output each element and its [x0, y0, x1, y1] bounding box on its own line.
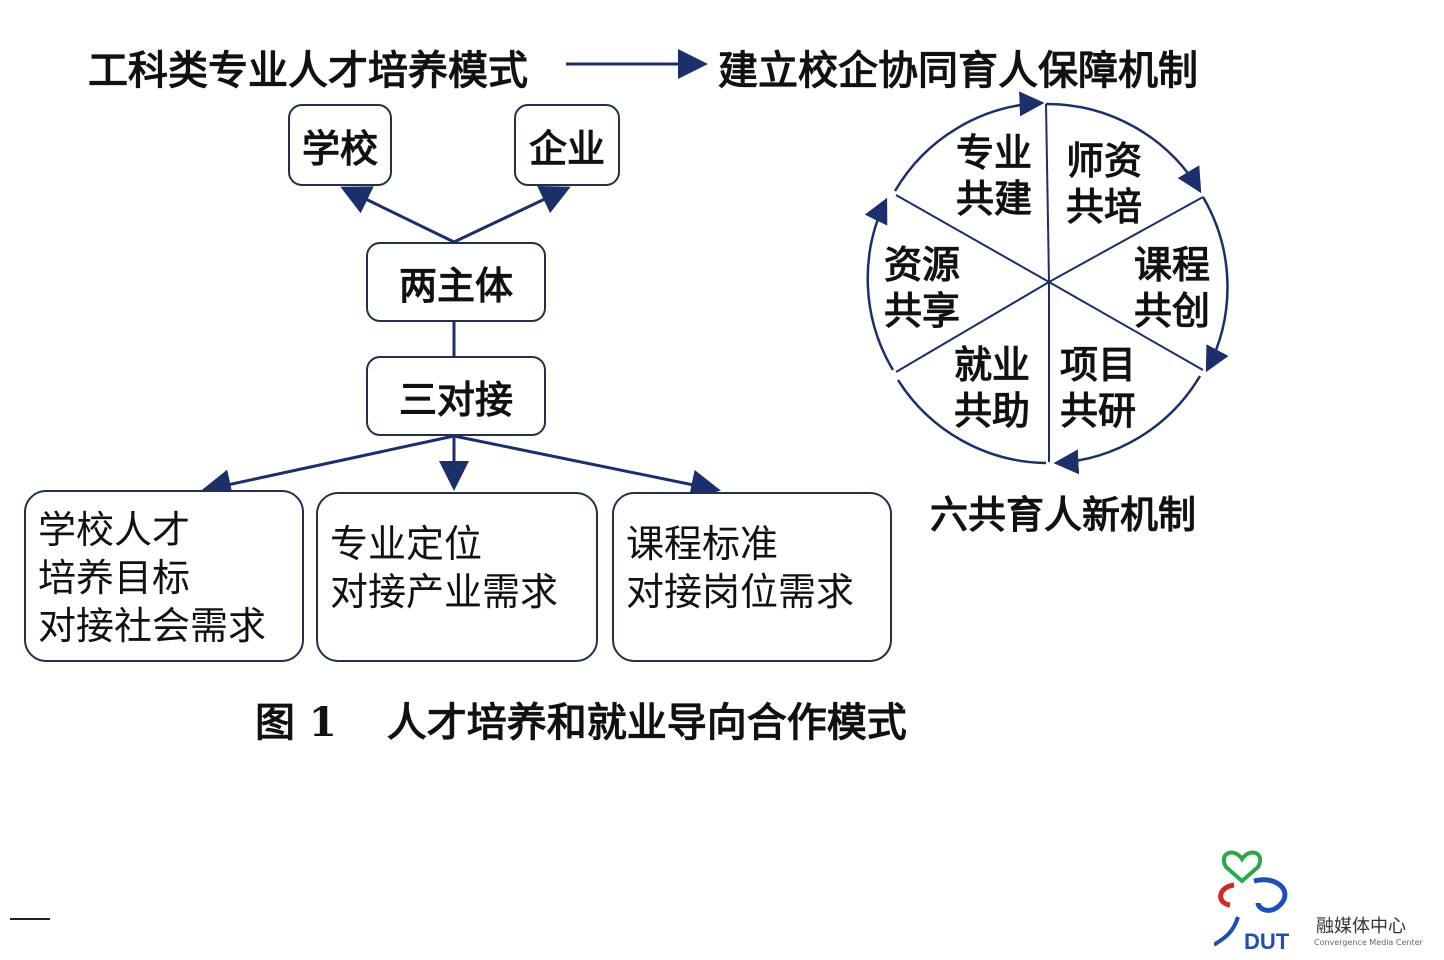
- figure-caption: 图 1 人才培养和就业导向合作模式: [255, 690, 907, 748]
- docking-line: 学校人才: [38, 508, 191, 552]
- cycle-segment: 就业 共助: [954, 342, 1030, 434]
- cycle-title: 六共育人新机制: [930, 493, 1197, 537]
- segment-line: 共助: [954, 389, 1031, 433]
- logo-brand: DUT: [1244, 929, 1290, 954]
- node-three-docking: 三对接: [366, 356, 546, 436]
- segment-line: 共建: [956, 177, 1033, 221]
- segment-line: 项目: [1060, 343, 1137, 387]
- docking-box-major: 专业定位 对接产业需求: [316, 492, 598, 662]
- cycle-segment: 专业 共建: [956, 130, 1032, 222]
- node-enterprise: 企业: [514, 104, 620, 186]
- segment-line: 师资: [1066, 139, 1143, 183]
- page-dash: [10, 918, 50, 920]
- segment-line: 课程: [1134, 243, 1211, 287]
- cycle-spokes: [895, 103, 1204, 462]
- segment-line: 共研: [1060, 389, 1137, 433]
- node-school: 学校: [288, 104, 392, 186]
- right-title: 建立校企协同育人保障机制: [718, 48, 1198, 94]
- docking-line: 培养目标: [38, 556, 191, 600]
- docking-box-course: 课程标准 对接岗位需求: [612, 492, 892, 662]
- docking-line: 对接岗位需求: [626, 570, 855, 614]
- cycle-segment: 项目 共研: [1060, 342, 1136, 434]
- cycle-ring: [864, 91, 1229, 475]
- cycle-segment: 课程 共创: [1134, 242, 1210, 334]
- logo-subtitle: Convergence Media Center: [1314, 938, 1423, 947]
- docking-line: 课程标准: [626, 522, 779, 566]
- arrow-to-school: [340, 186, 455, 244]
- node-two-subjects: 两主体: [366, 242, 546, 322]
- arrow-to-box-1: [201, 434, 455, 499]
- segment-line: 就业: [954, 343, 1031, 387]
- left-title: 工科类专业人才培养模式: [88, 48, 528, 94]
- segment-line: 专业: [956, 131, 1033, 175]
- figure-number: 图 1: [255, 699, 337, 746]
- arrow-to-box-3: [453, 434, 721, 500]
- logo-name: 融媒体中心: [1316, 916, 1406, 937]
- cycle-segment: 资源 共享: [884, 242, 960, 334]
- segment-line: 共创: [1134, 289, 1211, 333]
- docking-line: 对接社会需求: [38, 604, 267, 648]
- logo-icon: DUT: [1214, 850, 1290, 954]
- segment-line: 资源: [884, 243, 961, 287]
- segment-line: 共培: [1066, 185, 1143, 229]
- figure-title: 人才培养和就业导向合作模式: [386, 699, 907, 746]
- docking-line: 对接产业需求: [330, 570, 559, 614]
- arrow-to-enterprise: [453, 186, 571, 244]
- segment-line: 共享: [884, 289, 961, 333]
- docking-line: 专业定位: [330, 522, 483, 566]
- cycle-segment: 师资 共培: [1066, 138, 1142, 230]
- docking-box-school-goal: 学校人才 培养目标 对接社会需求: [24, 490, 304, 662]
